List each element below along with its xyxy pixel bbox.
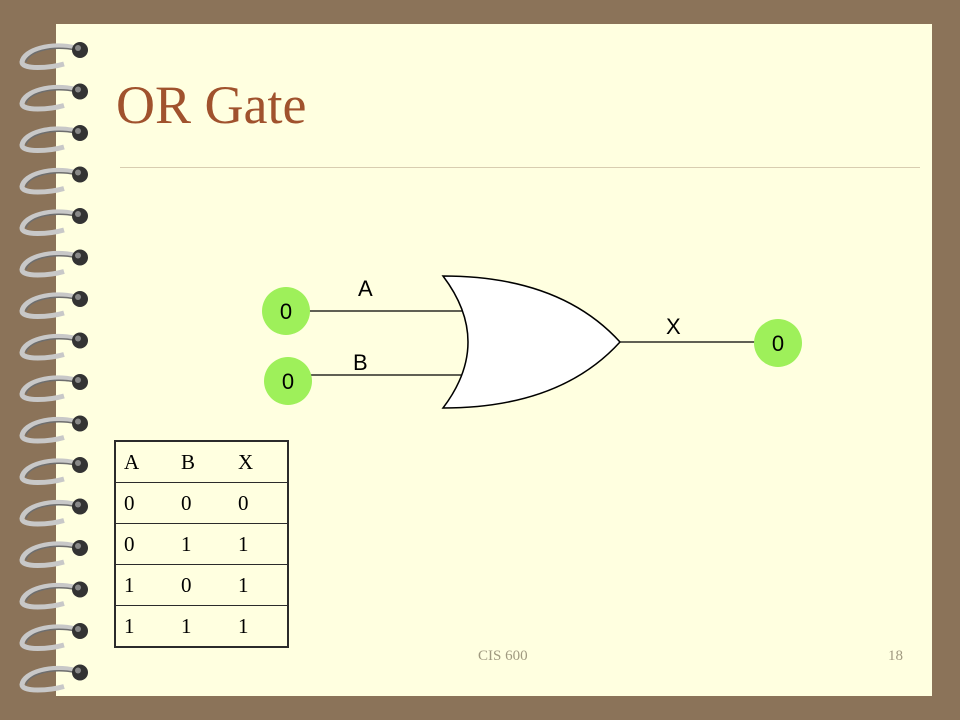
binding-ring	[19, 541, 77, 568]
binding-ring	[19, 499, 77, 527]
truth-table-header: A B X	[115, 441, 288, 483]
table-cell: 0	[173, 564, 230, 606]
binding-ring-shadow	[25, 338, 77, 353]
binding-ring	[19, 209, 77, 236]
input-a-node[interactable]	[262, 287, 310, 335]
binding-hole-highlight	[75, 86, 81, 93]
binding-ring-shadow	[25, 47, 77, 63]
table-cell: 0	[173, 482, 230, 524]
binding-ring-shadow	[25, 421, 77, 436]
table-cell: 1	[173, 605, 230, 647]
spiral-binding	[19, 42, 88, 693]
binding-ring-shadow	[25, 130, 77, 146]
binding-ring	[19, 43, 77, 70]
binding-hole-highlight	[75, 335, 81, 342]
table-cell: 1	[173, 523, 230, 565]
binding-hole-highlight	[75, 211, 81, 217]
footer-course: CIS 600	[478, 648, 528, 664]
binding-ring	[19, 582, 77, 610]
table-row: 0 1 1	[115, 523, 288, 565]
input-a-value: 0	[280, 299, 292, 324]
binding-ring	[19, 416, 77, 444]
binding-ring-shadow	[25, 296, 77, 312]
binding-ring-shadow	[25, 545, 77, 561]
binding-ring	[19, 292, 77, 319]
binding-ring	[19, 333, 77, 361]
table-cell: 0	[230, 482, 288, 524]
binding-ring	[19, 250, 77, 278]
output-x-node[interactable]	[754, 319, 802, 367]
input-b-node[interactable]	[264, 357, 312, 405]
input-a-label: A	[358, 276, 373, 301]
table-cell: 1	[230, 523, 288, 565]
binding-ring	[19, 375, 77, 402]
binding-ring-shadow	[25, 172, 77, 187]
binding-ring-shadow	[25, 379, 77, 395]
or-gate-symbol	[441, 275, 622, 409]
page-number: 18	[888, 648, 903, 664]
binding-ring	[19, 167, 77, 195]
binding-ring	[19, 458, 77, 485]
table-cell: 0	[115, 523, 173, 565]
table-row: 1 0 1	[115, 564, 288, 606]
binding-hole-highlight	[75, 252, 81, 259]
binding-ring-shadow	[25, 628, 77, 644]
binding-hole-highlight	[75, 584, 81, 591]
binding-ring-shadow	[25, 255, 77, 270]
input-b-label: B	[353, 350, 368, 375]
binding-ring-shadow	[25, 504, 77, 519]
binding-hole-highlight	[75, 294, 81, 300]
binding-hole-highlight	[75, 128, 81, 134]
binding-hole-highlight	[75, 626, 81, 632]
table-cell: 1	[230, 564, 288, 606]
binding-ring	[19, 624, 77, 651]
binding-hole-highlight	[75, 418, 81, 425]
header-cell: B	[181, 449, 196, 474]
binding-ring-shadow	[25, 587, 77, 602]
output-x-value: 0	[772, 331, 784, 356]
header-cell: X	[238, 449, 254, 474]
binding-hole-highlight	[75, 543, 81, 549]
binding-ring-shadow	[25, 89, 77, 104]
table-row: 0 0 0	[115, 482, 288, 524]
output-x-label: X	[666, 314, 681, 339]
title-divider	[120, 167, 920, 168]
binding-hole-highlight	[75, 460, 81, 466]
slide-title: OR Gate	[116, 75, 307, 135]
table-row: 1 1 1	[115, 605, 288, 647]
binding-ring-shadow	[25, 670, 77, 685]
table-cell: 0	[115, 482, 173, 524]
truth-table: A B X 0 0 0 0 1 1 1 0 1 1 1 1	[114, 440, 289, 648]
binding-ring	[19, 84, 77, 112]
table-cell: 1	[115, 564, 173, 606]
table-cell: 1	[115, 605, 173, 647]
binding-ring	[19, 665, 77, 693]
table-cell: 1	[230, 605, 288, 647]
binding-ring-shadow	[25, 213, 77, 229]
binding-ring	[19, 126, 77, 153]
header-cell: A	[124, 449, 140, 474]
binding-hole-highlight	[75, 45, 81, 51]
binding-hole-highlight	[75, 377, 81, 383]
binding-hole-highlight	[75, 169, 81, 176]
binding-ring-shadow	[25, 462, 77, 478]
input-b-value: 0	[282, 369, 294, 394]
binding-hole-highlight	[75, 667, 81, 674]
binding-hole-highlight	[75, 501, 81, 508]
